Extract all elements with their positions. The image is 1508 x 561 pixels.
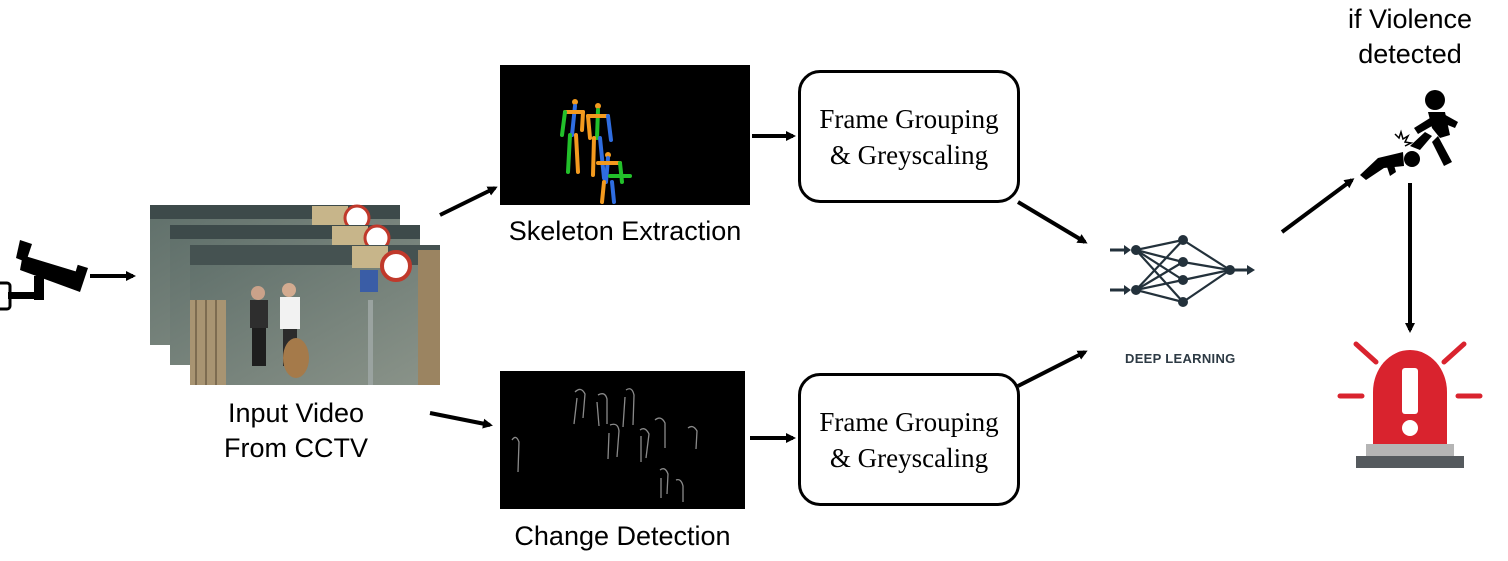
frame-grouping-bottom-line2: & Greyscaling (829, 442, 989, 473)
cctv-camera-icon (0, 240, 88, 311)
input-video-label-line1: Input Video (227, 398, 365, 428)
arrow-video-to-change (429, 411, 493, 429)
input-video-label: Input Video From CCTV (196, 396, 396, 466)
input-video-frames (150, 204, 440, 385)
alarm-siren-icon (1337, 341, 1483, 468)
skeleton-extraction-label: Skeleton Extraction (508, 216, 742, 246)
change-detection-label: Change Detection (514, 521, 731, 551)
neural-network-icon (1110, 235, 1255, 307)
frame-grouping-bottom-line1: Frame Grouping (819, 406, 999, 437)
skeleton-figure-2 (586, 103, 613, 180)
skeleton-figure-3 (596, 152, 632, 204)
violence-detected-label: if Violence detected (1320, 2, 1500, 72)
frame-grouping-box-top: Frame Grouping & Greyscaling (798, 70, 1020, 203)
frame-grouping-top-line2: & Greyscaling (829, 139, 989, 170)
arrow-grouping-bottom-to-dl (1017, 350, 1088, 388)
arrow-dl-to-violence (1280, 178, 1355, 234)
deep-learning-label: DEEP LEARNING (1125, 351, 1236, 366)
skeleton-figure-1 (560, 99, 585, 174)
assault-pictogram-icon (1360, 90, 1458, 180)
video-frame-front (190, 245, 440, 385)
arrow-video-to-skeleton (439, 186, 498, 217)
frame-grouping-top-line1: Frame Grouping (819, 103, 999, 134)
arrow-grouping-top-to-dl (1016, 200, 1088, 244)
skeleton-extraction-image (500, 65, 750, 205)
frame-grouping-box-bottom: Frame Grouping & Greyscaling (798, 373, 1020, 506)
violence-label-line2: detected (1358, 39, 1462, 69)
input-video-label-line2: From CCTV (224, 433, 368, 463)
change-detection-image (500, 371, 745, 509)
violence-label-line1: if Violence (1347, 4, 1473, 34)
